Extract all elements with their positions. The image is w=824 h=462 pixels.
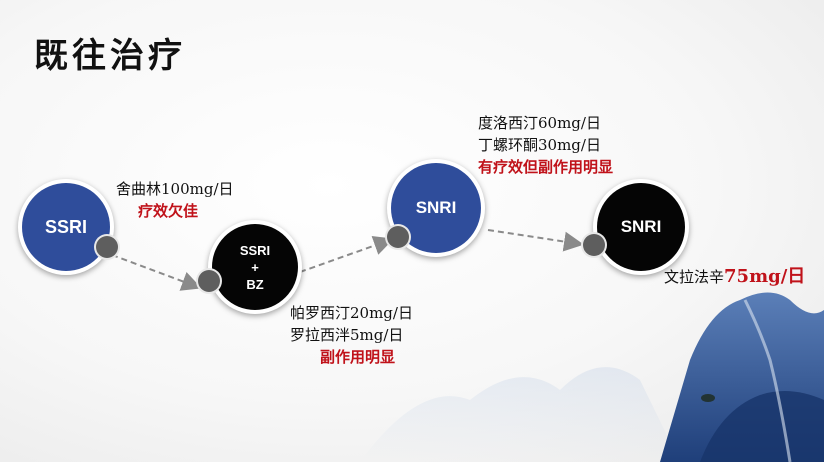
bird-shape <box>701 394 715 402</box>
connector-knob <box>198 270 220 292</box>
note-2-drug1: 帕罗西汀20mg/日 <box>290 304 413 322</box>
note-3-effect: 有疗效但副作用明显 <box>478 158 614 176</box>
connector-knob <box>387 226 409 248</box>
ssri-label: SSRI <box>44 216 87 237</box>
note-node-1: 舍曲林100mg/日 疗效欠佳 <box>116 178 234 222</box>
arrow-1-2 <box>111 254 202 291</box>
note-2-drug2: 罗拉西泮5mg/日 <box>290 326 404 344</box>
snri-1-label: SNRI <box>415 198 457 217</box>
note-1-drug: 舍曲林100mg/日 <box>116 180 234 198</box>
note-node-3: 度洛西汀60mg/日 丁螺环酮30mg/日 有疗效但副作用明显 <box>478 112 613 178</box>
note-2-effect: 副作用明显 <box>320 348 396 366</box>
arrow-3-4 <box>487 229 584 252</box>
note-1-effect: 疗效欠佳 <box>138 202 199 220</box>
note-3-drug2: 丁螺环酮30mg/日 <box>478 136 601 154</box>
note-3-drug1: 度洛西汀60mg/日 <box>478 114 601 132</box>
arrow-2-3 <box>299 235 394 273</box>
ssri-bz-circle: SSRI + BZ <box>212 224 298 310</box>
ssri-bz-line3: BZ <box>246 276 264 292</box>
note-4-drug: 文拉法辛 <box>664 268 725 286</box>
connector-knob <box>583 234 605 256</box>
ssri-circle: SSRI <box>22 183 110 271</box>
connector-knob <box>96 236 118 258</box>
page-title: 既往治疗 <box>34 36 186 76</box>
snri-2-label: SNRI <box>620 217 662 236</box>
mist-shape <box>360 367 680 462</box>
snri-2-circle: SNRI <box>597 183 685 271</box>
ssri-bz-line2: + <box>251 259 259 275</box>
note-node-2: 帕罗西汀20mg/日 罗拉西泮5mg/日 副作用明显 <box>290 302 413 368</box>
ssri-bz-line1: SSRI <box>239 242 271 258</box>
note-node-4: 文拉法辛75mg/日 <box>664 266 805 288</box>
note-4-dose: 75mg/日 <box>724 266 806 287</box>
